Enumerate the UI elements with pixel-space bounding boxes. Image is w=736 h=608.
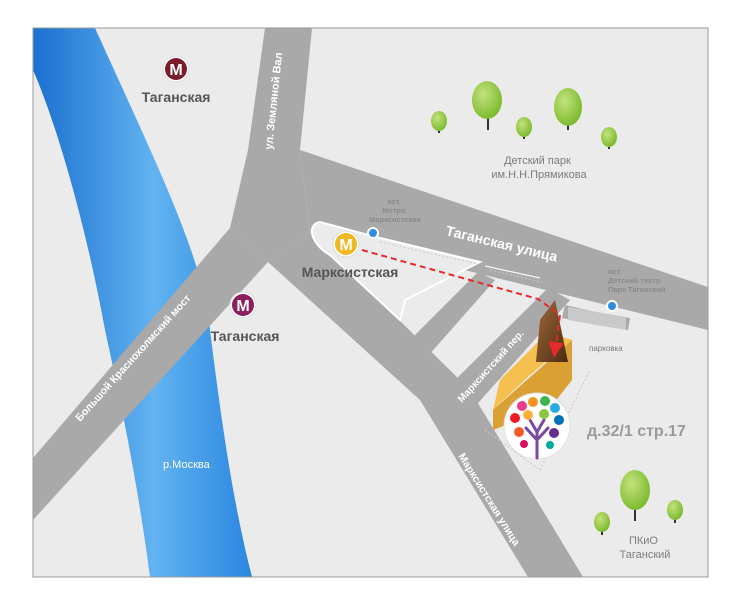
- tree-icon: [594, 512, 610, 535]
- sidewalk-dots: [379, 241, 591, 471]
- parking-lot: [568, 307, 626, 330]
- station-label: Таганская: [211, 328, 280, 344]
- tree-icon: [667, 500, 683, 523]
- road-krasnokholmsky: [33, 228, 268, 520]
- tree-icon: [554, 88, 582, 130]
- metro-taganskaya-south[interactable]: М Таганская: [211, 291, 280, 344]
- pkio-label: ПКиО Таганский: [620, 535, 671, 561]
- map-frame: [32, 27, 709, 578]
- bus-stop-icon: [367, 227, 379, 239]
- river-label: р.Москва: [163, 459, 211, 471]
- road-marksistskaya: [268, 232, 583, 577]
- metro-letter: М: [236, 298, 249, 315]
- tree-icon: [472, 81, 502, 130]
- metro-letter: М: [339, 237, 352, 254]
- bus-stop-label: ост. Детский театр Парк Таганский: [608, 267, 666, 294]
- bus-stop-icon: [606, 300, 618, 312]
- metro-icon: [165, 58, 187, 80]
- address-label: д.32/1 стр.17: [587, 423, 686, 440]
- organization-logo: [503, 392, 571, 460]
- trees: [431, 81, 683, 535]
- tree-logo-icon: [524, 418, 550, 460]
- road-marksistsky-per: [440, 288, 570, 412]
- tree-icon: [431, 111, 447, 133]
- road-lane: [400, 272, 495, 365]
- tree-icon: [601, 127, 617, 149]
- station-label: Таганская: [142, 89, 211, 105]
- metro-icon: [232, 294, 254, 316]
- tree-icon: [516, 117, 532, 139]
- road-zemlyanoy-val: [248, 28, 312, 150]
- road-junction: [230, 150, 310, 262]
- metro-marksistskaya[interactable]: М Марксистская: [302, 230, 399, 280]
- road-taganskaya: [300, 150, 708, 330]
- children-park-label: Детский парк им.Н.Н.Прямикова: [491, 155, 587, 181]
- walking-route: [361, 249, 565, 358]
- station-label: Марксистская: [302, 264, 399, 280]
- bus-stop-metro-marksistskaya[interactable]: ост. Метро Марксистская: [367, 197, 421, 239]
- metro-taganskaya-north[interactable]: М Таганская: [142, 55, 211, 105]
- bus-stop-label: ост. Метро Марксистская: [369, 197, 421, 224]
- roads: [33, 28, 708, 577]
- heart-leaves-icon: [510, 396, 564, 449]
- metro-icon: [335, 233, 357, 255]
- metro-letter: М: [169, 62, 182, 79]
- tree-icon: [620, 470, 650, 521]
- parking-label: парковка: [589, 344, 623, 353]
- bus-stop-children-theatre[interactable]: ост. Детский театр Парк Таганский: [606, 267, 666, 312]
- moscow-river: [33, 28, 252, 577]
